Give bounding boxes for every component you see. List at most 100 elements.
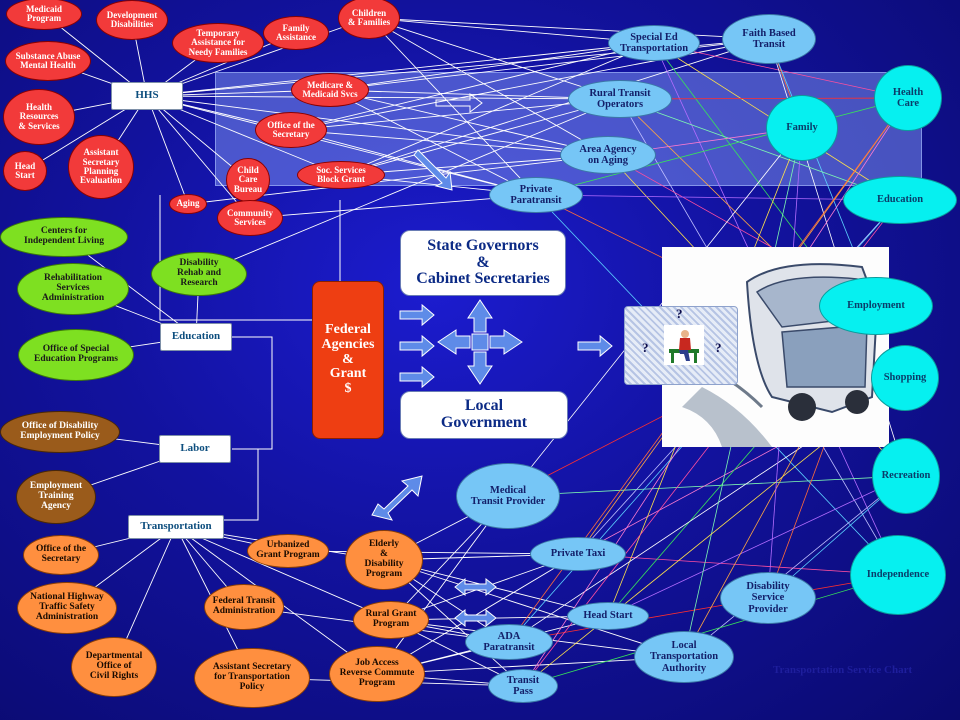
local-government-box: Local Government: [400, 391, 568, 439]
special-ed-transportation: Special Ed Transportation: [608, 25, 700, 61]
assistant-secretary-planning: Assistant Secretary Planning Evaluation: [68, 135, 134, 199]
connector-line: [146, 42, 655, 97]
independence: Independence: [850, 535, 946, 615]
connector-line: [175, 526, 392, 621]
connector-line: [368, 17, 621, 100]
connector-line: [329, 89, 609, 156]
family-label: Family: [786, 122, 818, 134]
route-line: [507, 475, 907, 497]
private-taxi-label: Private Taxi: [550, 548, 606, 560]
rider-on-bench-icon: [664, 325, 704, 365]
route-line: [607, 475, 907, 617]
assistant-secretary-transportation: Assistant Secretary for Transportation P…: [194, 648, 310, 708]
connector-line: [383, 559, 609, 617]
office-disability-employment-label: Office of Disability Employment Policy: [20, 421, 100, 441]
education-hub: Education: [160, 323, 232, 351]
disability-rehab-research-label: Disability Rehab and Research: [176, 258, 222, 288]
labor-hub: Labor: [159, 435, 231, 463]
disability-service-provider: Disability Service Provider: [720, 572, 816, 624]
urbanized-grant-program: Urbanized Grant Program: [247, 534, 329, 568]
rural-grant-program: Rural Grant Program: [353, 601, 429, 639]
head-start-provider: Head Start: [567, 602, 649, 630]
transit-pass: Transit Pass: [488, 669, 558, 703]
disability-service-provider-label: Disability Service Provider: [746, 581, 790, 615]
disability-rehab-research: Disability Rehab and Research: [151, 252, 247, 296]
federal-agencies-box-label: Federal Agencies & Grant $: [321, 322, 375, 397]
connector-line: [329, 42, 655, 91]
health-care-label: Health Care: [892, 86, 924, 109]
connector-line: [340, 38, 770, 176]
connector-line: [376, 656, 685, 675]
hhs-hub: HHS: [111, 82, 183, 110]
health-resources-label: Health Resources & Services: [18, 101, 60, 131]
community-services: Community Services: [217, 200, 283, 236]
rehabilitation-services-label: Rehabilitation Services Administration: [41, 273, 105, 303]
medicare-medicaid-label: Medicare & Medicaid Svcs: [302, 79, 358, 99]
rural-transit-operators-label: Rural Transit Operators: [589, 87, 651, 110]
employment: Employment: [819, 277, 933, 335]
assistant-secretary-planning-label: Assistant Secretary Planning Evaluation: [79, 147, 122, 186]
private-paratransit: Private Paratransit: [489, 177, 583, 213]
health-care: Health Care: [874, 65, 942, 131]
medicare-medicaid: Medicare & Medicaid Svcs: [291, 73, 369, 107]
hhs-hub-label: HHS: [135, 89, 159, 102]
medicaid-program-label: Medicaid Program: [26, 3, 62, 23]
state-governors-box: State Governors & Cabinet Secretaries: [400, 230, 566, 296]
medical-transit-provider: Medical Transit Provider: [456, 463, 560, 529]
area-agency-aging-label: Area Agency on Aging: [579, 143, 637, 166]
area-agency-aging: Area Agency on Aging: [560, 136, 656, 174]
labor-transport-bracket: [224, 448, 259, 521]
aging: Aging: [169, 194, 207, 214]
rural-transit-operators: Rural Transit Operators: [568, 80, 672, 118]
connector-line: [146, 95, 251, 219]
nhtsa-label: National Highway Traffic Safety Administ…: [30, 592, 104, 622]
connector-line: [340, 98, 621, 176]
local-transportation-authority: Local Transportation Authority: [634, 631, 734, 683]
private-paratransit-label: Private Paratransit: [510, 183, 562, 206]
rehabilitation-services: Rehabilitation Services Administration: [17, 263, 129, 315]
local-transportation-authority-label: Local Transportation Authority: [649, 640, 719, 674]
connector-line: [198, 98, 621, 275]
office-of-secretary-hhs: Office of the Secretary: [255, 112, 327, 148]
connector-line: [146, 95, 189, 205]
nhtsa: National Highway Traffic Safety Administ…: [17, 582, 117, 634]
centers-independent-living-label: Centers for Independent Living: [24, 226, 104, 246]
development-disabilities-label: Development Disabilities: [106, 9, 158, 29]
employment-training-agency: Employment Training Agency: [16, 470, 96, 524]
connector-line: [368, 17, 609, 156]
head-start-agency-label: Head Start: [14, 160, 36, 180]
child-care-bureau: Child Care Bureau: [226, 158, 270, 202]
route-line: [522, 574, 899, 687]
connector-line: [146, 17, 370, 97]
rural-grant-program-label: Rural Grant Program: [365, 609, 417, 629]
shopping: Shopping: [871, 345, 939, 411]
temporary-assistance-label: Temporary Assistance for Needy Families: [188, 27, 248, 57]
ada-paratransit: ADA Paratransit: [465, 624, 553, 660]
misc-arrows: [371, 93, 497, 628]
office-special-education: Office of Special Education Programs: [18, 329, 134, 381]
route-line: [508, 574, 899, 643]
ada-paratransit-label: ADA Paratransit: [483, 630, 535, 653]
family-assistance-label: Family Assistance: [276, 22, 316, 42]
office-disability-employment: Office of Disability Employment Policy: [0, 411, 120, 453]
shopping-label: Shopping: [883, 372, 927, 384]
education-label: Education: [876, 194, 924, 206]
employment-label: Employment: [847, 300, 905, 312]
arrow-right-3: [399, 365, 435, 389]
route-line: [535, 194, 901, 201]
head-start-agency: Head Start: [3, 151, 47, 191]
federal-transit-administration: Federal Transit Administration: [204, 584, 284, 630]
state-governors-box-label: State Governors & Cabinet Secretaries: [416, 236, 550, 288]
medical-transit-provider-label: Medical Transit Provider: [470, 484, 546, 507]
substance-abuse-label: Substance Abuse Mental Health: [15, 50, 81, 70]
connector-line: [290, 42, 655, 131]
faith-based-transit: Faith Based Transit: [722, 14, 816, 64]
soc-services-block-grant-label: Soc. Services Block Grant: [316, 164, 366, 184]
medicaid-program: Medicaid Program: [6, 0, 82, 30]
labor-hub-label: Labor: [180, 442, 210, 455]
connector-line: [368, 17, 770, 40]
employment-training-agency-label: Employment Training Agency: [29, 481, 83, 511]
assistant-secretary-transportation-label: Assistant Secretary for Transportation P…: [212, 662, 292, 692]
route-line: [683, 475, 907, 658]
